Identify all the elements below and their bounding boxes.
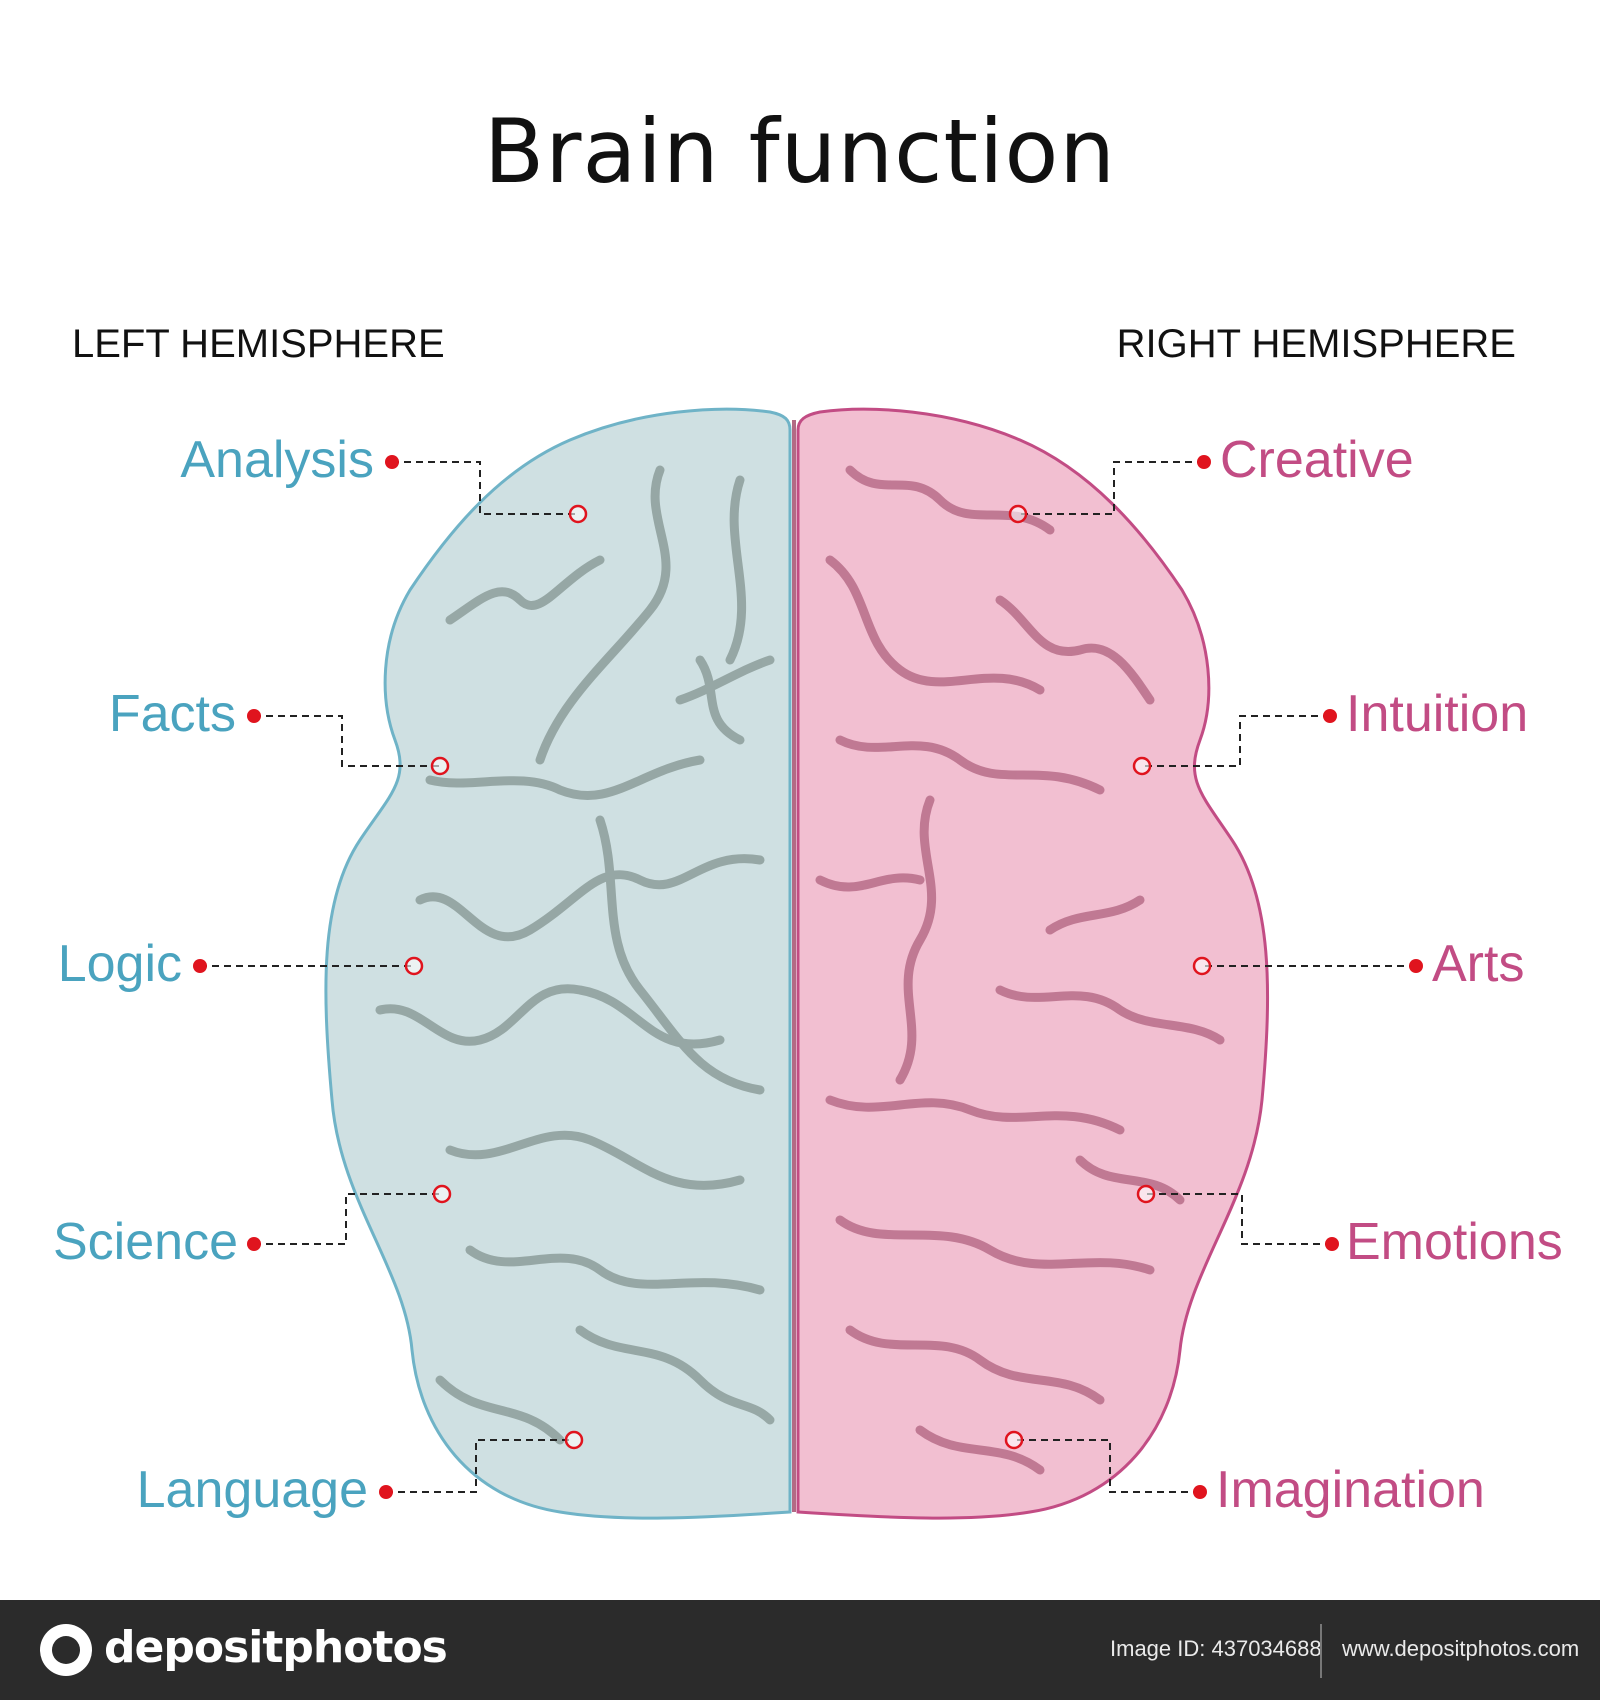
brain-diagram	[193, 407, 1423, 1520]
left-hemisphere-label: LEFT HEMISPHERE	[72, 322, 445, 366]
brain-point-markers	[404, 504, 1212, 1450]
left-gyri-folds	[375, 465, 775, 1445]
label-markers	[193, 455, 1423, 1499]
left-leader-lines	[200, 461, 578, 1493]
footer-image-id: Image ID: 437034688	[1110, 1636, 1322, 1661]
right-function-label: Arts	[1432, 935, 1525, 993]
footer-bar: depositphotos Image ID: 437034688 www.de…	[0, 1600, 1600, 1700]
left-function-label: Facts	[108, 685, 236, 743]
right-function-label: Creative	[1220, 431, 1414, 489]
right-function-label: Imagination	[1216, 1461, 1485, 1519]
footer-divider	[1320, 1624, 1322, 1678]
diagram-title: Brain function	[483, 100, 1117, 203]
right-hemisphere-shape	[796, 407, 1270, 1520]
left-function-label: Logic	[57, 935, 182, 993]
footer-site-url: www.depositphotos.com	[1342, 1636, 1580, 1661]
footer-logo-text: depositphotos	[104, 1622, 448, 1673]
depositphotos-logo-icon	[40, 1624, 92, 1676]
right-hemisphere-label: RIGHT HEMISPHERE	[1116, 322, 1516, 366]
right-gyri-folds	[815, 465, 1225, 1475]
right-function-label: Intuition	[1346, 685, 1529, 743]
right-leader-lines	[1014, 461, 1416, 1493]
left-function-label: Language	[136, 1461, 368, 1519]
right-function-label: Emotions	[1346, 1213, 1563, 1271]
left-function-label: Analysis	[180, 431, 374, 489]
left-hemisphere-shape	[324, 407, 792, 1520]
left-function-label: Science	[53, 1213, 238, 1271]
